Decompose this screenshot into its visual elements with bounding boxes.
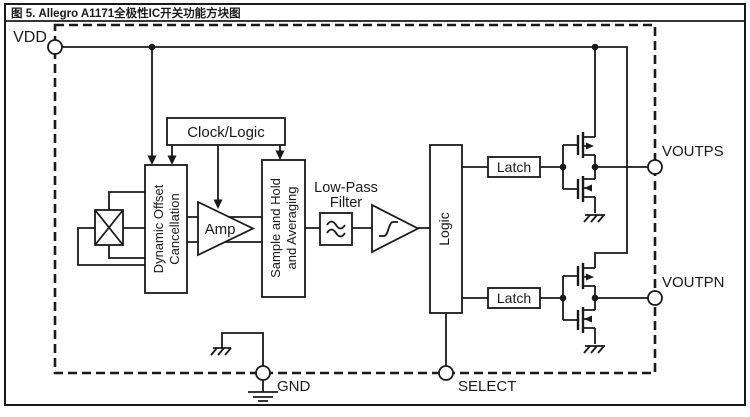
arrow-clock-to-offset xyxy=(167,155,177,165)
gnd-terminal xyxy=(255,365,271,381)
mosfet-pair-bottom xyxy=(576,263,605,354)
chassis-ground-icon xyxy=(583,345,605,354)
select-label: SELECT xyxy=(458,378,516,395)
figure-frame xyxy=(4,3,746,406)
pmos-arrow-icon xyxy=(586,273,594,281)
nmos-arrow-icon xyxy=(584,315,592,323)
voutpn-label: VOUTPN xyxy=(662,274,725,291)
vdd-terminal xyxy=(47,39,63,55)
offset-label-line1: Dynamic Offset xyxy=(151,184,166,273)
junction-dot xyxy=(591,43,599,51)
amp-label: Amp xyxy=(205,221,236,238)
hall-element-icon xyxy=(94,209,124,246)
sample-label-line1: Sample and Hold xyxy=(268,178,283,278)
voutps-label: VOUTPS xyxy=(662,143,724,160)
sample-label-line2: and Averaging xyxy=(284,187,299,270)
logic-label: Logic xyxy=(436,212,452,245)
arrow-clock-to-sample xyxy=(275,150,285,160)
figure-title: 图 5. Allegro A1171全极性IC开关功能方块图 xyxy=(11,6,241,20)
junction-dot xyxy=(591,294,599,302)
clock-logic-label: Clock/Logic xyxy=(187,124,265,141)
earth-ground-icon xyxy=(248,391,278,402)
arrow-vdd-to-offset xyxy=(147,155,157,165)
arrow-clock-to-amp xyxy=(213,199,223,209)
comparator-triangle xyxy=(371,203,420,254)
sine-wave-icon xyxy=(326,220,346,238)
offset-label-line2: Cancellation xyxy=(167,193,182,265)
voutpn-terminal xyxy=(647,290,663,306)
junction-dot xyxy=(559,163,567,171)
vdd-label: VDD xyxy=(13,29,47,46)
voutps-terminal xyxy=(647,159,663,175)
select-terminal xyxy=(438,365,454,381)
chassis-ground-icon xyxy=(210,347,232,356)
latch-top-label: Latch xyxy=(497,159,531,175)
latch-bottom-block xyxy=(487,287,541,309)
junction-dot xyxy=(148,43,156,51)
hysteresis-icon xyxy=(379,221,398,237)
chassis-ground-icon xyxy=(583,214,605,223)
ic-boundary xyxy=(53,23,657,375)
sample-hold-block xyxy=(261,159,306,298)
dynamic-offset-cancellation-block xyxy=(144,164,188,294)
pmos-arrow-icon xyxy=(586,142,594,150)
nmos-arrow-icon xyxy=(584,184,592,192)
lpf-label-line1: Low-Pass xyxy=(314,180,378,196)
mosfet-pair-top xyxy=(576,132,605,223)
lowpass-filter-block xyxy=(319,212,353,246)
latch-top-block xyxy=(487,156,541,178)
gnd-label: GND xyxy=(277,378,311,395)
junction-dot xyxy=(559,294,567,302)
latch-bottom-label: Latch xyxy=(497,290,531,306)
clock-logic-block xyxy=(166,117,286,146)
amp-triangle xyxy=(197,200,256,257)
junction-dot xyxy=(591,163,599,171)
lpf-label-line2: Filter xyxy=(330,195,362,211)
logic-block xyxy=(429,144,463,314)
